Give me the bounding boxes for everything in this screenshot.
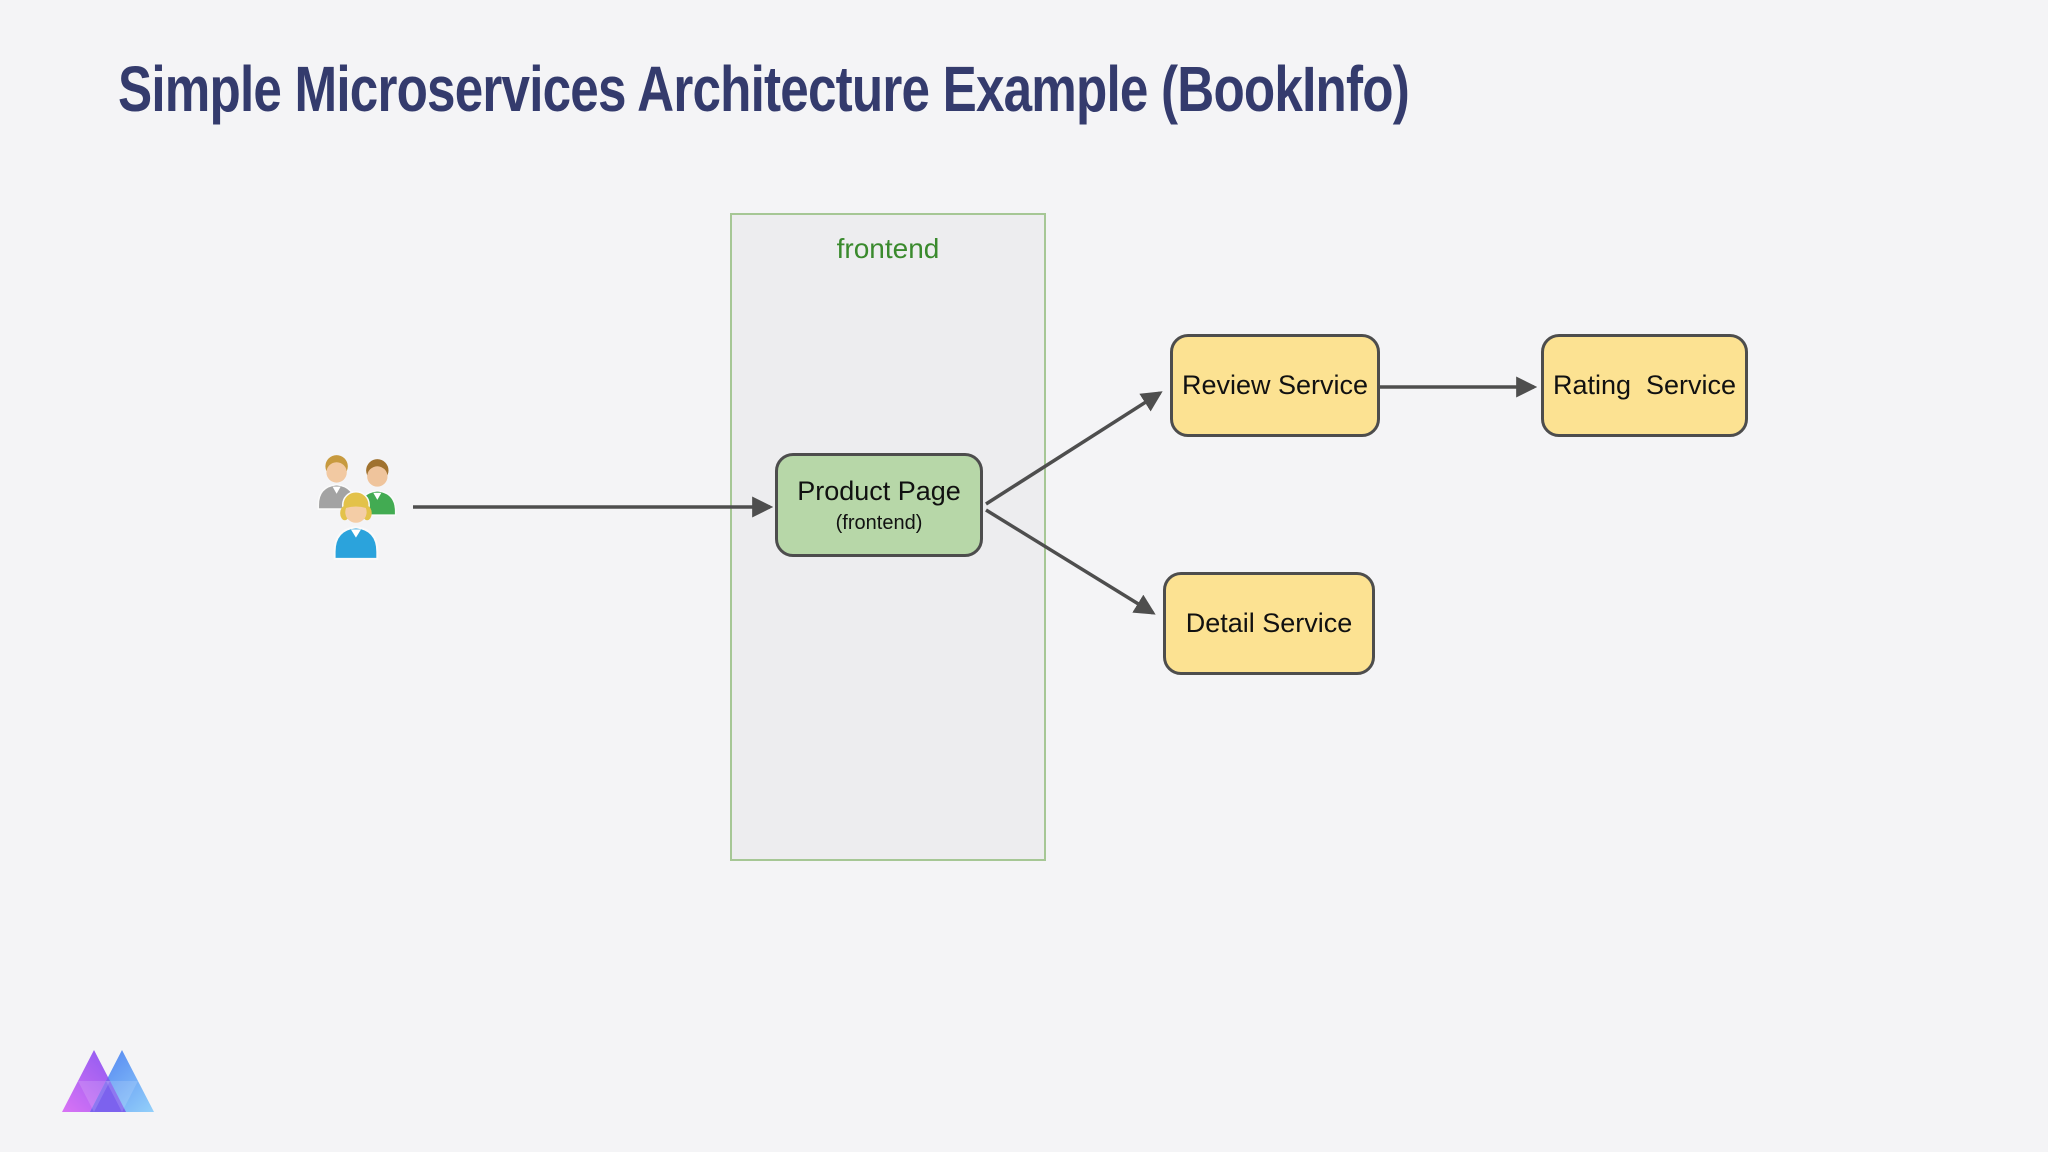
cluster-frontend-label: frontend [836, 233, 940, 264]
node-product-page-label: Product Page [797, 476, 961, 507]
node-detail-service: Detail Service [1163, 572, 1375, 675]
user-green-collar [373, 492, 382, 500]
logo-overlap-triangle [90, 1077, 126, 1112]
mermaid-chart-logo [62, 1050, 154, 1112]
node-review-service: Review Service [1170, 334, 1380, 437]
user-blue-body [333, 526, 379, 560]
logo-right-facet [106, 1081, 138, 1112]
node-rating-service-label: Rating Service [1552, 369, 1737, 400]
node-product-page-sublabel: (frontend) [835, 511, 923, 534]
node-product-page: Product Page (frontend) [775, 453, 983, 557]
edge-product-page-to-detail-service [985, 508, 1156, 615]
logo-left-facet [78, 1081, 110, 1112]
users-icon [317, 455, 397, 560]
page-title: Simple Microservices Architecture Exampl… [118, 53, 1410, 125]
user-green-head [367, 466, 388, 487]
user-blue-collar [350, 529, 362, 538]
edge-product-page-to-review-service [985, 391, 1163, 506]
node-review-service-label: Review Service [1181, 369, 1369, 400]
node-rating-service: Rating Service [1541, 334, 1748, 437]
user-gray-head [326, 462, 347, 483]
user-blue-fringe [345, 498, 367, 509]
user-gray-collar [332, 486, 341, 494]
node-detail-service-label: Detail Service [1185, 607, 1353, 638]
